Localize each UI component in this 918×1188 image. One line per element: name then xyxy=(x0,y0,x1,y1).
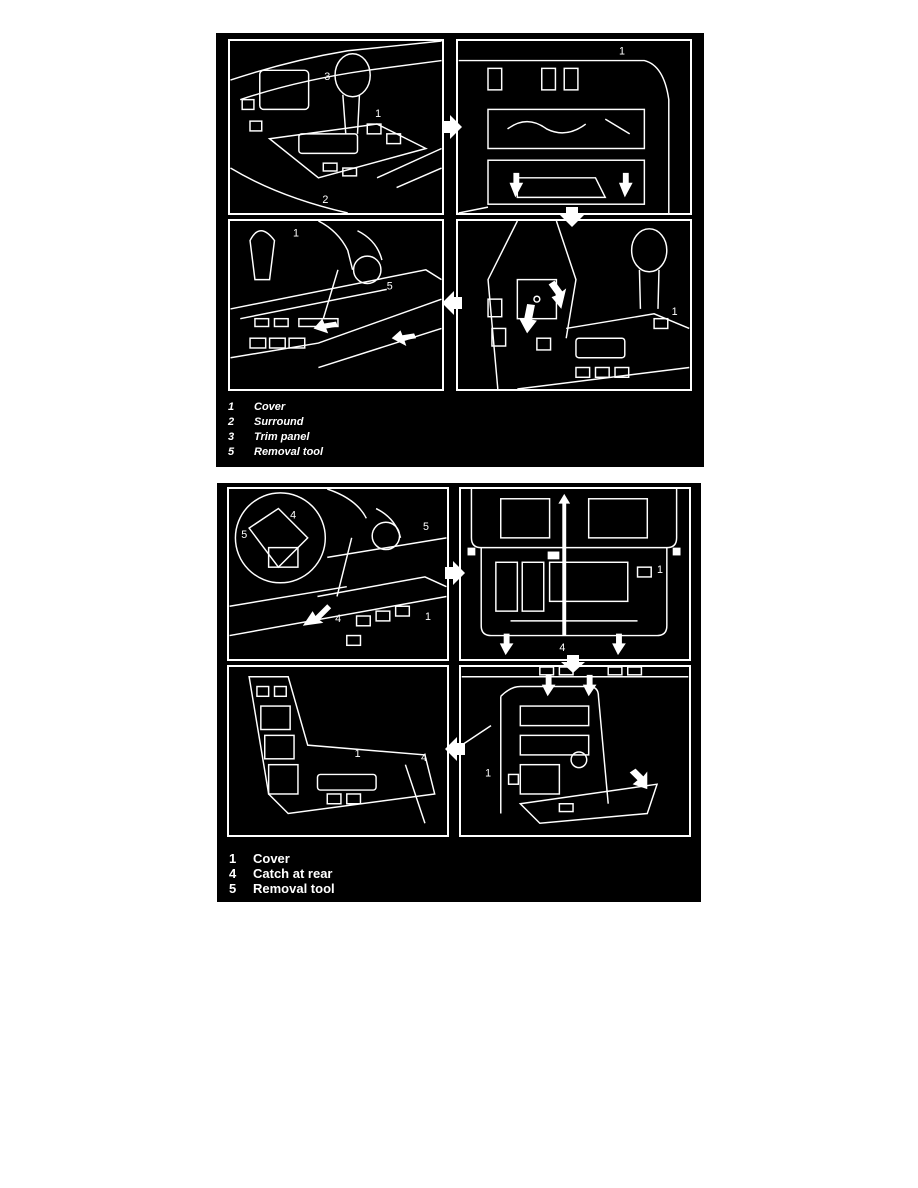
step-arrow-left-icon xyxy=(445,737,465,761)
callout: 5 xyxy=(387,280,393,292)
callout: 1 xyxy=(657,564,663,576)
step-arrow-right-icon xyxy=(442,115,462,139)
switch-panel-illustration: 1 4 xyxy=(467,489,681,656)
tool-insertion-illustration: 4 5 5 4 1 xyxy=(229,489,447,647)
figure2-panel-cover-lift: 1 xyxy=(459,665,691,837)
callout: 5 xyxy=(423,521,429,533)
callout: 2 xyxy=(322,194,328,206)
callout: 5 xyxy=(241,529,247,541)
figure1-panel-cover-lifted: 1 xyxy=(456,39,692,215)
callout: 1 xyxy=(485,767,491,779)
callout: 3 xyxy=(324,71,330,83)
figure1-panel-cover-release: 1 xyxy=(456,219,692,391)
callout: 1 xyxy=(293,228,299,240)
gear-selector-illustration: 3 1 2 xyxy=(230,41,442,213)
cover-lifted-illustration: 1 xyxy=(458,46,670,213)
figure1-panel-gear-selector: 3 1 2 xyxy=(228,39,444,215)
callout: 1 xyxy=(425,611,431,623)
figure2-panel-switch-panel: 1 4 xyxy=(459,487,691,661)
cover-lift-illustration: 1 xyxy=(461,667,689,825)
figure2-panel-tool-insertion: 4 5 5 4 1 xyxy=(227,487,449,661)
figure-cover-catch-release: 4 5 5 4 1 xyxy=(217,483,701,902)
step-arrow-right-icon xyxy=(445,561,465,585)
cover-release-illustration: 1 xyxy=(487,221,690,389)
callout: 1 xyxy=(672,306,678,318)
step-arrow-down-icon xyxy=(560,207,584,227)
step-arrow-left-icon xyxy=(442,291,462,315)
step-arrow-down-icon xyxy=(561,655,585,673)
callout: 4 xyxy=(559,642,565,654)
callout: 4 xyxy=(335,613,341,625)
figure2-panel-cover-removed: 1 4 xyxy=(227,665,449,837)
figure1-panel-removal-tool: 1 5 xyxy=(228,219,444,391)
figure2-legend: 1 Cover 4 Catch at rear 5 Removal tool xyxy=(229,851,335,896)
callout: 1 xyxy=(355,748,361,760)
callout: 4 xyxy=(290,509,296,521)
removal-tool-illustration: 1 5 xyxy=(230,221,442,369)
callout: 4 xyxy=(421,752,427,764)
cover-removed-illustration: 1 4 xyxy=(248,676,436,824)
figure-console-cover-removal: 3 1 2 1 xyxy=(216,33,704,467)
callout: 1 xyxy=(375,108,381,120)
figure1-legend: 1 Cover 2 Surround 3 Trim panel 5 Remova… xyxy=(228,401,324,458)
callout: 1 xyxy=(619,46,625,58)
